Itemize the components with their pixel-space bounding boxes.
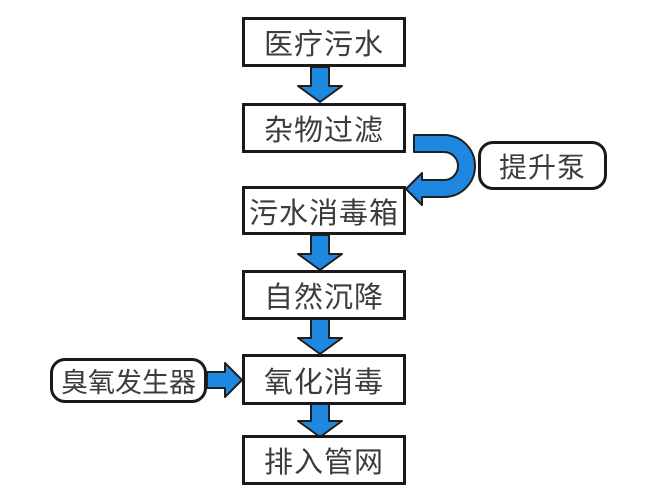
flow-step-label: 自然沉降 — [263, 282, 384, 314]
flow-step-medical-sewage: 医疗污水 — [242, 17, 406, 67]
flow-step-label: 污水消毒箱 — [248, 197, 399, 230]
down-arrow-icon — [297, 66, 343, 103]
u-turn-arrow-icon — [405, 134, 476, 206]
flow-step-debris-filtering: 杂物过滤 — [242, 103, 406, 153]
down-arrow-icon — [297, 234, 343, 271]
down-arrow-icon — [297, 401, 343, 438]
flow-step-label: 杂物过滤 — [263, 115, 384, 147]
aux-node-label: 提升泵 — [498, 152, 586, 184]
flow-step-oxidation-disinfection: 氧化消毒 — [242, 354, 406, 405]
aux-node-label: 臭氧发生器 — [61, 368, 196, 398]
flow-step-discharge-to-pipe-network: 排入管网 — [242, 435, 406, 485]
flow-step-natural-settling: 自然沉降 — [242, 270, 406, 320]
aux-node-ozone-generator: 臭氧发生器 — [50, 358, 207, 403]
flow-step-sewage-disinfection-tank: 污水消毒箱 — [242, 186, 406, 235]
down-arrow-icon — [297, 318, 343, 355]
aux-node-lift-pump: 提升泵 — [478, 141, 607, 190]
flow-step-label: 氧化消毒 — [263, 366, 384, 399]
flow-step-label: 医疗污水 — [263, 29, 384, 61]
right-arrow-icon — [206, 362, 243, 398]
flow-step-label: 排入管网 — [263, 447, 384, 479]
